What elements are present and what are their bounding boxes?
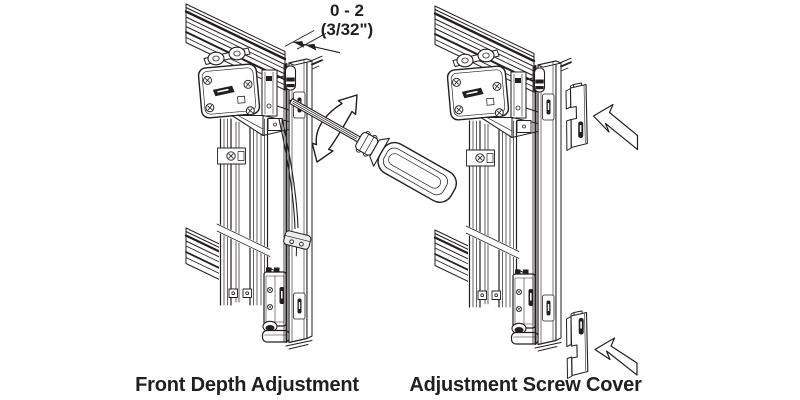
dimension-label: 0 - 2 (3/32") xyxy=(303,1,391,39)
screwdriver xyxy=(288,98,457,203)
caption-adjustment-screw-cover: Adjustment Screw Cover xyxy=(409,374,642,396)
insert-arrow-bottom-icon xyxy=(594,337,638,376)
caption-front-depth-adjustment: Front Depth Adjustment xyxy=(135,374,359,396)
panel-front-depth-adjustment xyxy=(184,2,457,351)
dimension-callout xyxy=(284,30,341,54)
hanging-cord-clip xyxy=(278,117,312,257)
dimension-value-inch: (3/32") xyxy=(320,20,374,39)
panel-adjustment-screw-cover xyxy=(433,4,639,379)
insert-arrow-top-icon xyxy=(592,103,639,151)
screw-cover-bottom xyxy=(566,310,589,379)
dimension-value-mm: 0 - 2 xyxy=(329,1,365,20)
screw-cover-top xyxy=(565,82,588,151)
